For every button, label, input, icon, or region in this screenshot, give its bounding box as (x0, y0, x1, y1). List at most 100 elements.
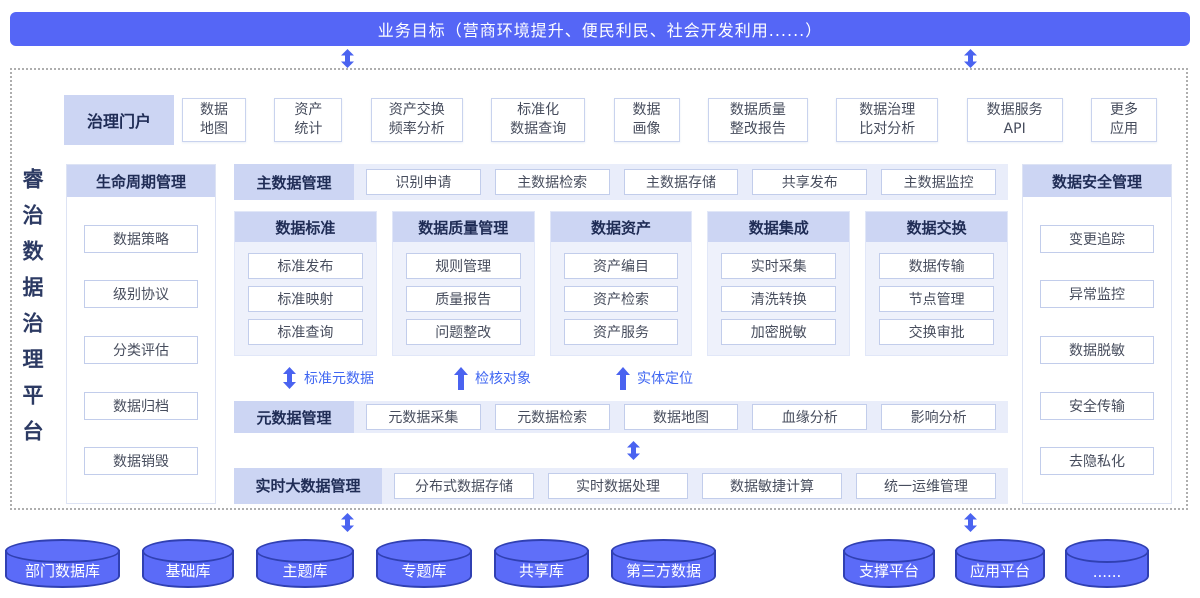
pillars-row: 数据标准 标准发布 标准映射 标准查询 数据质量管理 规则管理 质量报告 问题整… (234, 211, 1008, 357)
cylinder-base-db: 基础库 (142, 539, 234, 588)
security-item-deprivacy: 去隐私化 (1040, 447, 1154, 476)
pillar-item: 数据传输 (879, 252, 994, 279)
portal-item-exchange-freq: 资产交换 频率分析 (370, 98, 463, 142)
pillar-item: 节点管理 (879, 285, 994, 312)
pillar-item: 规则管理 (405, 252, 521, 279)
cylinder-dept-db: 部门数据库 (5, 539, 120, 588)
master-item-share-publish: 共享发布 (752, 169, 868, 195)
double-arrow-icon (282, 366, 297, 389)
pillar-item: 加密脱敏 (721, 319, 837, 346)
lifecycle-items: 数据策略 级别协议 分类评估 数据归档 数据销毁 (67, 197, 215, 503)
bigdata-item-distributed-storage: 分布式数据存储 (394, 472, 534, 499)
metadata-item-data-map: 数据地图 (623, 404, 739, 431)
pillar-header: 数据质量管理 (392, 212, 534, 243)
cylinder-label: 应用平台 (969, 562, 1030, 580)
security-header: 数据安全管理 (1023, 165, 1171, 197)
metadata-item-collect: 元数据采集 (366, 404, 481, 431)
portal-item-compare-analysis: 数据治理 比对分析 (836, 98, 939, 142)
lifecycle-header: 生命周期管理 (67, 165, 215, 197)
portal-item-quality-report: 数据质量 整改报告 (707, 98, 808, 142)
metadata-item-lineage: 血缘分析 (752, 404, 868, 431)
pillar-item: 质量报告 (405, 285, 521, 312)
metadata-mgmt-header: 元数据管理 (234, 401, 354, 434)
security-item-change-tracking: 变更追踪 (1040, 224, 1154, 253)
pillar-header: 数据资产 (550, 212, 692, 243)
portal-items: 数据 地图 资产 统计 资产交换 频率分析 标准化 数据查询 数据 画像 数据质… (182, 95, 1157, 145)
pillar-items: 数据传输 节点管理 交换审批 (866, 242, 1007, 355)
double-arrow-icon (340, 49, 355, 68)
bigdata-mgmt-row: 实时大数据管理 分布式数据存储 实时数据处理 数据敏捷计算 统一运维管理 (234, 467, 1008, 504)
security-item-secure-transfer: 安全传输 (1040, 391, 1154, 420)
flow-label: 标准元数据 (304, 370, 374, 387)
security-items: 变更追踪 异常监控 数据脱敏 安全传输 去隐私化 (1023, 197, 1171, 503)
bigdata-item-agile-compute: 数据敏捷计算 (702, 472, 842, 499)
up-arrow-icon (616, 366, 630, 390)
metadata-mgmt-row: 元数据管理 元数据采集 元数据检索 数据地图 血缘分析 影响分析 (234, 401, 1008, 434)
platform-title: 睿治数据治理平台 (20, 168, 44, 456)
lifecycle-item-data-strategy: 数据策略 (84, 224, 198, 253)
pillar-data-standard: 数据标准 标准发布 标准映射 标准查询 (234, 211, 377, 357)
pillar-item: 资产服务 (563, 319, 679, 346)
pillar-data-exchange: 数据交换 数据传输 节点管理 交换审批 (865, 211, 1008, 357)
pillar-item: 标准映射 (248, 285, 363, 312)
pillar-item: 标准发布 (248, 252, 363, 279)
flow-standard-metadata: 标准元数据 (282, 366, 374, 389)
double-arrow-icon (963, 49, 978, 68)
master-item-monitor: 主数据监控 (881, 169, 996, 195)
pillar-item: 清洗转换 (721, 285, 837, 312)
pillar-item: 资产检索 (563, 285, 679, 312)
double-arrow-icon (340, 513, 355, 532)
lifecycle-item-archive: 数据归档 (84, 391, 198, 420)
portal-item-std-query: 标准化 数据查询 (491, 98, 586, 142)
database-group: 部门数据库 基础库 主题库 专题库 共享库 第三方数据 (5, 536, 716, 588)
cylinder-label: 专题库 (401, 562, 447, 580)
cylinder-app-platform: 应用平台 (955, 539, 1045, 588)
flow-entity-location: 实体定位 (616, 366, 693, 390)
master-data-row: 主数据管理 识别申请 主数据检索 主数据存储 共享发布 主数据监控 (234, 164, 1008, 200)
pillar-item: 资产编目 (563, 252, 679, 279)
pillar-items: 规则管理 质量报告 问题整改 (393, 242, 534, 355)
cylinder-thirdparty-data: 第三方数据 (611, 539, 716, 588)
business-goal-banner: 业务目标（营商环境提升、便民利民、社会开发利用......） (10, 12, 1190, 46)
flow-annotations-row: 标准元数据 检核对象 实体定位 (234, 364, 1008, 394)
flow-label: 实体定位 (637, 371, 693, 388)
metadata-items: 元数据采集 元数据检索 数据地图 血缘分析 影响分析 (354, 401, 1008, 433)
pillar-item: 问题整改 (405, 319, 521, 346)
cylinder-shared-db: 共享库 (494, 539, 589, 588)
pillar-data-asset: 数据资产 资产编目 资产检索 资产服务 (549, 211, 693, 357)
metadata-item-impact: 影响分析 (881, 404, 996, 431)
pillar-item: 实时采集 (721, 252, 837, 279)
cylinder-label: 第三方数据 (625, 562, 701, 580)
pillar-header: 数据集成 (708, 212, 850, 243)
portal-item-more-apps: 更多 应用 (1091, 98, 1157, 142)
bigdata-items: 分布式数据存储 实时数据处理 数据敏捷计算 统一运维管理 (382, 468, 1008, 504)
platform-frame: 治理门户 数据 地图 资产 统计 资产交换 频率分析 标准化 数据查询 数据 画… (10, 68, 1188, 510)
double-arrow-icon (626, 440, 641, 460)
master-item-search: 主数据检索 (494, 169, 610, 195)
metadata-item-search: 元数据检索 (494, 404, 610, 431)
pillar-items: 标准发布 标准映射 标准查询 (235, 242, 376, 355)
double-arrow-icon (963, 513, 978, 532)
master-data-items: 识别申请 主数据检索 主数据存储 共享发布 主数据监控 (354, 164, 1008, 200)
pillar-items: 资产编目 资产检索 资产服务 (551, 242, 692, 355)
cylinder-ellipsis: ...... (1065, 539, 1149, 588)
portal-item-data-map: 数据 地图 (182, 98, 246, 142)
pillar-items: 实时采集 清洗转换 加密脱敏 (708, 242, 849, 355)
cylinder-label: 基础库 (165, 562, 211, 580)
pillar-header: 数据标准 (235, 212, 376, 243)
center-stack: 主数据管理 识别申请 主数据检索 主数据存储 共享发布 主数据监控 数据标准 标… (234, 164, 1008, 504)
portal-header: 治理门户 (64, 95, 174, 145)
pillar-item: 交换审批 (879, 319, 994, 346)
platform-group: 支撑平台 应用平台 ...... (843, 536, 1149, 588)
pillar-item: 标准查询 (248, 319, 363, 346)
cylinder-label: 支撑平台 (858, 562, 919, 580)
flow-check-object: 检核对象 (454, 366, 531, 390)
lifecycle-column: 生命周期管理 数据策略 级别协议 分类评估 数据归档 数据销毁 (66, 164, 216, 504)
cylinder-label: ...... (1092, 563, 1122, 581)
cylinder-label: 共享库 (518, 562, 564, 580)
lifecycle-item-level-agreement: 级别协议 (84, 280, 198, 309)
lifecycle-item-classification: 分类评估 (84, 335, 198, 364)
cylinder-theme-db: 主题库 (256, 539, 354, 588)
pillar-data-integration: 数据集成 实时采集 清洗转换 加密脱敏 (707, 211, 851, 357)
pillar-header: 数据交换 (866, 212, 1007, 243)
